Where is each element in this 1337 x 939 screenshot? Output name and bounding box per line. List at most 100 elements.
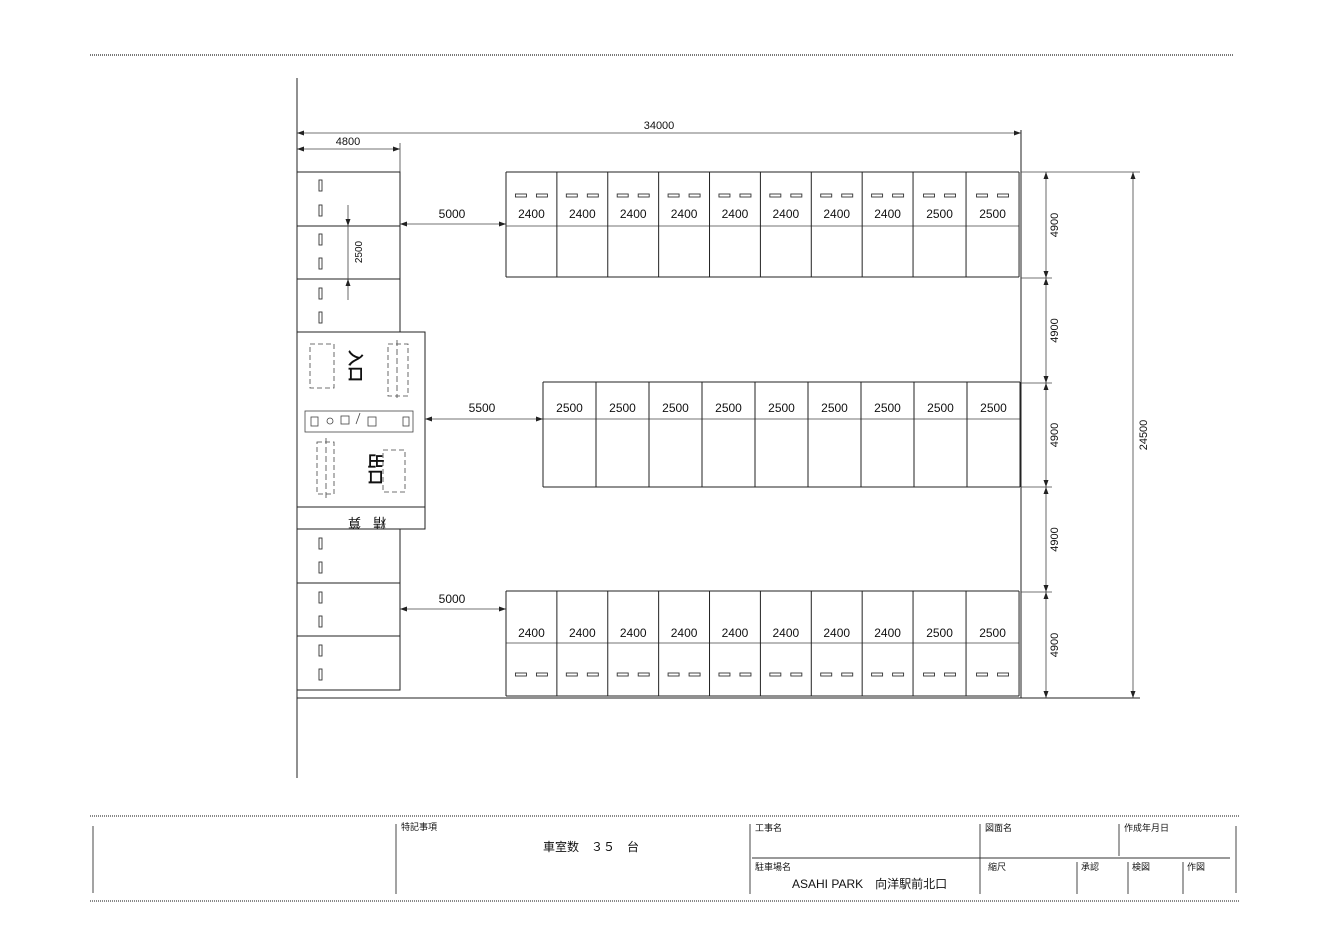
space-width-label: 2500 [821,401,848,415]
line-marker [514,193,527,198]
space-width-label: 2400 [874,207,901,221]
line-marker [841,193,854,198]
line-marker [688,193,701,198]
space-width-label: 2500 [768,401,795,415]
space-width-label: 2400 [620,207,647,221]
parking-name-value: ASAHI PARK 向洋駅前北口 [792,876,947,891]
line-marker [976,193,988,198]
line-marker [892,193,905,198]
line-marker [667,672,680,677]
parking-name-label: 駐車場名 [755,861,791,872]
space-width-label: 2500 [609,401,636,415]
line-marker [892,672,905,677]
line-marker [769,672,782,677]
row-depth-label: 4900 [1049,213,1061,237]
line-marker [667,193,680,198]
line-marker [997,672,1009,677]
line-marker [769,193,782,198]
left-space-dimension: 2500 [345,205,365,300]
top-parking-row: 2400 2400 2400 2400 2400 2400 2400 2400 2500 2500 [505,171,1020,278]
date-label: 作成年月日 [1124,822,1169,833]
space-width-label: 2500 [979,207,1006,221]
line-marker [739,672,752,677]
check-label: 検図 [1132,861,1150,872]
line-marker [586,672,599,677]
row-depth-label: 4900 [1049,633,1061,657]
line-marker [718,193,731,198]
line-marker [616,672,629,677]
space-width-label: 2500 [927,401,954,415]
space-width-label: 2400 [823,626,850,640]
notes-label: 特記事項 [401,821,437,832]
exit-label: 出口 [366,453,385,485]
line-marker [565,193,578,198]
left-parking-column [296,171,401,691]
line-marker [871,672,884,677]
space-width-label: 2500 [556,401,583,415]
space-width-label: 2400 [772,626,799,640]
space-width-label: 2400 [722,626,749,640]
line-marker [616,193,629,198]
space-width-label: 2400 [772,207,799,221]
project-label: 工事名 [755,822,782,833]
space-width-label: 2400 [569,207,596,221]
space-width-label: 2400 [518,626,545,640]
row-depth-label: 4900 [1049,318,1061,342]
entrance-label: 入口 [346,350,364,382]
gate-area: 入口 出口 精算 [296,331,426,530]
overall-depth-dimension: 24500 [1130,172,1150,698]
space-width-label: 2500 [979,626,1006,640]
overall-width-dimension: 34000 [297,120,1021,136]
management-label: 精算 [336,515,386,530]
line-marker [586,193,599,198]
row-depth-label: 4900 [1049,423,1061,447]
line-marker [514,672,527,677]
space-width-label: 2400 [620,626,647,640]
line-marker [637,672,650,677]
line-marker [790,193,803,198]
space-width-label: 2500 [926,207,953,221]
space-width-label: 2400 [518,207,545,221]
line-marker [871,193,884,198]
scale-label: 縮尺 [988,861,1006,872]
entrance-width-dimension: 4800 [297,136,401,172]
space-width-label: 2400 [823,207,850,221]
space-width-label: 2500 [926,626,953,640]
entrance-width-label: 4800 [336,136,360,148]
notes-value: 車室数 ３５ 台 [543,839,639,854]
space-width-label: 2400 [671,207,698,221]
space-width-label: 2400 [722,207,749,221]
approve-label: 承認 [1081,861,1099,872]
line-marker [718,672,731,677]
bottom-aisle-label: 5000 [439,592,466,606]
space-width-label: 2500 [874,401,901,415]
overall-width-label: 34000 [644,120,675,132]
line-marker [923,193,935,198]
overall-depth-label: 24500 [1138,420,1150,451]
drawing-name-label: 図面名 [985,822,1012,833]
line-marker [535,193,548,198]
top-aisle-label: 5000 [439,207,466,221]
title-block: 特記事項 車室数 ３５ 台 工事名 図面名 作成年月日 駐車場名 ASAHI P… [90,815,1240,902]
line-marker [944,672,956,677]
middle-parking-row: 2500 2500 2500 2500 2500 2500 2500 2500 2500 [542,381,1021,488]
line-marker [739,193,752,198]
line-marker [841,672,854,677]
space-width-label: 2400 [569,626,596,640]
space-width-label: 2500 [662,401,689,415]
aisle-dimensions: 5000 5500 5000 [400,207,543,612]
space-width-label: 2500 [980,401,1007,415]
line-marker [688,672,701,677]
left-space-label: 2500 [354,240,365,263]
space-width-label: 2500 [715,401,742,415]
line-marker [923,672,935,677]
space-width-label: 2400 [874,626,901,640]
line-marker [820,193,833,198]
middle-aisle-label: 5500 [469,401,496,415]
line-marker [790,672,803,677]
line-marker [997,193,1009,198]
line-marker [637,193,650,198]
